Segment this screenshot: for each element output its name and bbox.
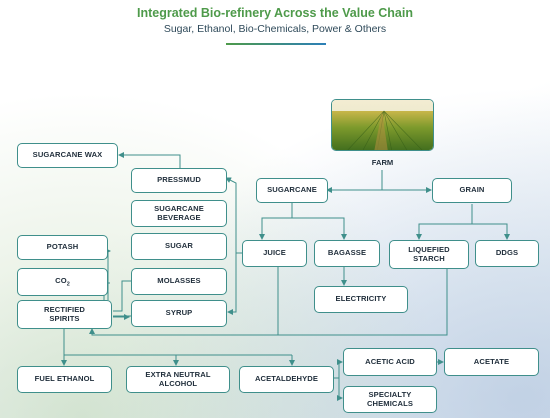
- node-grain: GRAIN: [432, 178, 512, 203]
- link-pressmud-wax: [118, 152, 181, 168]
- node-sugarcane-beverage: SUGARCANE BEVERAGE: [131, 200, 227, 227]
- node-acetic-acid-label: ACETIC ACID: [365, 356, 415, 366]
- node-acetaldehyde-label: ACETALDEHYDE: [254, 374, 319, 384]
- title-underline: [226, 43, 326, 45]
- node-liquefied-starch-label-2: STARCH: [413, 253, 445, 263]
- node-bagasse: BAGASSE: [314, 240, 380, 267]
- node-syrup-label: SYRUP: [165, 308, 193, 318]
- node-sugarcane-label: SUGARCANE: [267, 185, 317, 195]
- node-molasses-label: MOLASSES: [157, 276, 201, 286]
- node-sugar: SUGAR: [131, 233, 227, 260]
- diagram-subtitle: Sugar, Ethanol, Bio-Chemicals, Power & O…: [163, 23, 387, 35]
- field-photo-icon: [332, 100, 433, 150]
- node-sugarcane-wax: SUGARCANE WAX: [17, 143, 118, 168]
- link-juice-bracket: [225, 177, 242, 254]
- link-sugarcane-bagasse: [292, 217, 347, 240]
- link-starch-down: [278, 268, 448, 336]
- node-ddgs-label: DDGS: [495, 248, 519, 258]
- node-syrup: SYRUP: [131, 300, 227, 327]
- node-potash-label: POTASH: [46, 242, 79, 252]
- link-molasses-spirits: [113, 280, 131, 312]
- node-sugarcane-beverage-label-1: SUGARCANE: [154, 203, 204, 213]
- node-pressmud: PRESSMUD: [131, 168, 227, 193]
- node-co2-label: CO2: [55, 275, 70, 288]
- node-extra-neutral-alcohol-label-1: EXTRA NEUTRAL: [145, 369, 211, 379]
- node-acetic-acid: ACETIC ACID: [343, 348, 437, 376]
- node-pressmud-label: PRESSMUD: [157, 175, 201, 185]
- node-sugar-label: SUGAR: [165, 241, 193, 251]
- node-electricity-label: ELECTRICITY: [335, 294, 387, 304]
- link-acetaldehyde-specialty: [337, 378, 343, 401]
- node-potash: POTASH: [17, 235, 108, 260]
- node-grain-label: GRAIN: [459, 185, 485, 195]
- link-spirits-potash: [105, 248, 111, 300]
- link-sugarcane-split: [259, 202, 293, 240]
- node-liquefied-starch: LIQUEFIED STARCH: [389, 240, 469, 269]
- node-co2: CO2: [17, 268, 108, 296]
- farm-field-image: [331, 99, 434, 151]
- node-electricity: ELECTRICITY: [314, 286, 408, 313]
- node-co2-subscript: 2: [66, 281, 70, 288]
- link-grain-ddgs: [472, 223, 510, 240]
- node-rectified-spirits: RECTIFIED SPIRITS: [17, 300, 112, 329]
- link-bracket-syrup: [227, 253, 237, 315]
- node-juice: JUICE: [242, 240, 307, 267]
- node-acetate-label: ACETATE: [473, 356, 510, 366]
- node-acetate: ACETATE: [444, 348, 539, 376]
- diagram-title: Integrated Bio-refinery Across the Value…: [137, 6, 413, 20]
- node-sugarcane-beverage-label-2: BEVERAGE: [157, 212, 201, 222]
- node-ddgs: DDGS: [475, 240, 539, 267]
- link-juice-down: [89, 267, 279, 336]
- node-sugarcane-wax-label: SUGARCANE WAX: [32, 150, 103, 160]
- node-rectified-spirits-label-1: RECTIFIED: [44, 304, 85, 314]
- node-fuel-ethanol: FUEL ETHANOL: [17, 366, 112, 393]
- link-acetaldehyde-acetic: [337, 359, 343, 378]
- node-rectified-spirits-label-2: SPIRITS: [49, 313, 80, 323]
- node-co2-main: CO: [55, 275, 67, 285]
- node-fuel-ethanol-label: FUEL ETHANOL: [34, 374, 95, 384]
- node-specialty-chemicals: SPECIALTY CHEMICALS: [343, 386, 437, 413]
- node-liquefied-starch-label-1: LIQUEFIED: [408, 244, 450, 254]
- link-grain-split: [416, 204, 473, 240]
- farm-label: FARM: [371, 158, 394, 167]
- node-bagasse-label: BAGASSE: [327, 248, 367, 258]
- link-spirits-down: [63, 329, 292, 356]
- node-extra-neutral-alcohol-label-2: ALCOHOL: [158, 378, 198, 388]
- node-specialty-chemicals-label-2: CHEMICALS: [366, 398, 414, 408]
- node-acetaldehyde: ACETALDEHYDE: [239, 366, 334, 393]
- node-specialty-chemicals-label-1: SPECIALTY: [368, 389, 412, 399]
- node-sugarcane: SUGARCANE: [256, 178, 328, 203]
- node-molasses: MOLASSES: [131, 268, 227, 295]
- node-extra-neutral-alcohol: EXTRA NEUTRAL ALCOHOL: [126, 366, 230, 393]
- node-juice-label: JUICE: [263, 248, 286, 258]
